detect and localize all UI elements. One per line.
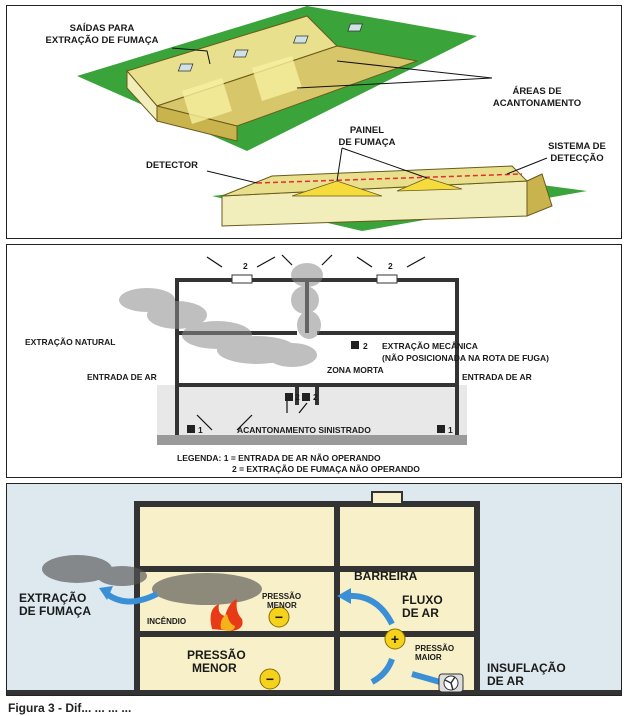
label-areas-l2: ACANTONAMENTO — [493, 98, 581, 109]
num-top-right: 2 — [388, 261, 393, 271]
roof-vent — [371, 491, 403, 505]
label-sistema-l1: SISTEMA DE — [548, 141, 606, 152]
minus-symbol-top: − — [275, 609, 283, 625]
building-illustration: SAÍDAS PARA EXTRAÇÃO DE FUMAÇA ÁREAS DE … — [46, 6, 606, 231]
vent-1 — [177, 63, 194, 72]
num-top-left: 2 — [243, 261, 248, 271]
label-insuflacao-l2: DE AR — [487, 674, 524, 688]
label-pressao-menor-bottom-l1: PRESSÃO — [187, 647, 246, 662]
ground-strip — [7, 690, 621, 695]
arrow-head-2 — [337, 588, 351, 604]
vent-3 — [292, 35, 309, 44]
label-barreira: BARREIRA — [354, 569, 418, 583]
label-extracao-natural: EXTRAÇÃO NATURAL — [25, 337, 116, 347]
label-saidas-l2: EXTRAÇÃO DE FUMAÇA — [46, 35, 159, 46]
label-pressao-maior-l1: PRESSÃO — [415, 644, 454, 653]
minus-symbol-bottom: − — [266, 671, 274, 687]
figure-caption: Figura 3 - Dif... ... ... ... — [8, 701, 132, 715]
vent-top-left — [231, 274, 253, 284]
label-pressao-menor-top-l2: MENOR — [267, 601, 297, 610]
label-entrada-right: ENTRADA DE AR — [462, 372, 532, 382]
smoke-zoning-diagram: SAÍDAS PARA EXTRAÇÃO DE FUMAÇA ÁREAS DE … — [6, 5, 622, 239]
room-fill-low-left — [140, 637, 334, 692]
pressure-low-top — [268, 606, 290, 628]
room-fill-top-left — [140, 507, 334, 566]
label-pressao-menor-top-l1: PRESSÃO — [262, 592, 301, 601]
label-insuflacao-l1: INSUFLAÇÃO — [487, 660, 566, 675]
label-detector: DETECTOR — [146, 160, 198, 171]
num-mid-2: 2 — [313, 392, 318, 402]
fire-icon — [210, 599, 243, 631]
label-saidas-l1: SAÍDAS PARA — [70, 23, 135, 34]
label-painel-l2: DE FUMAÇA — [339, 137, 396, 148]
basement-floor — [157, 435, 467, 445]
label-extracao-l1: EXTRAÇÃO — [19, 590, 86, 605]
label-painel-l1: PAINEL — [350, 125, 384, 136]
label-areas-l1: ÁREAS DE — [512, 86, 561, 97]
plus-symbol: + — [391, 631, 399, 647]
detection-line — [256, 173, 523, 184]
pressurization-diagram: − + − BARREIRA EXTRAÇÃO DE FUMAÇA INCÊND… — [6, 483, 622, 696]
num-low-left: 1 — [198, 425, 203, 435]
pressurization-illustration: − + − BARREIRA EXTRAÇÃO DE FUMAÇA INCÊND… — [7, 491, 621, 695]
label-incendio: INCÊNDIO — [147, 617, 186, 626]
label-fluxo-l2: DE AR — [402, 606, 439, 620]
label-mecanica-num: 2 — [363, 341, 368, 351]
legend-line-1: LEGENDA: 1 = ENTRADA DE AR NÃO OPERANDO — [177, 453, 381, 463]
label-acantonamento: ACANTONAMENTO SINISTRADO — [237, 425, 371, 435]
wall-side — [156, 105, 238, 142]
flow-arrows — [196, 254, 426, 431]
label-pressao-maior-l2: MAIOR — [415, 653, 442, 662]
label-mecanica-l1: EXTRAÇÃO MECÂNICA — [382, 340, 478, 351]
label-fluxo-l1: FLUXO — [402, 593, 443, 607]
label-mecanica-l2: (NÃO POSICIONADA NA ROTA DE FUGA) — [382, 353, 549, 363]
num-low-right: 1 — [448, 425, 453, 435]
zone-curtain-2 — [252, 56, 302, 101]
smoke-cloud — [42, 555, 262, 605]
lower-curtain-2 — [396, 177, 463, 192]
label-pressao-menor-bottom-l2: MENOR — [192, 661, 237, 675]
vent-2 — [232, 49, 249, 58]
vent-markers — [187, 341, 445, 433]
lower-gable — [526, 173, 553, 217]
fan-icon — [438, 673, 464, 693]
vent-4 — [347, 23, 363, 32]
pressure-low-bottom — [259, 668, 281, 690]
leader-lines — [171, 47, 548, 184]
legend-line-2: 2 = EXTRAÇÃO DE FUMAÇA NÃO OPERANDO — [232, 464, 420, 474]
lower-curtain-1 — [291, 180, 383, 197]
section-illustration: 2 2 EXTRAÇÃO NATURAL 2 EXTRAÇÃO MECÂNICA… — [25, 254, 549, 474]
pressure-high — [384, 628, 406, 650]
label-entrada-left: ENTRADA DE AR — [87, 372, 157, 382]
pressure-indicators — [259, 606, 406, 690]
label-extracao-l2: DE FUMAÇA — [19, 604, 91, 618]
zone-curtain-1 — [182, 78, 232, 124]
arrow-head-1 — [99, 586, 113, 600]
smoke-plume — [119, 263, 323, 367]
room-fill-top-right — [340, 507, 474, 566]
extraction-section-diagram: 2 2 EXTRAÇÃO NATURAL 2 EXTRAÇÃO MECÂNICA… — [6, 244, 622, 478]
num-mid-1: 2 — [295, 392, 300, 402]
vent-top-right — [376, 274, 398, 284]
label-sistema-l2: DETECÇÃO — [550, 153, 603, 164]
label-zona-morta: ZONA MORTA — [327, 365, 384, 375]
room-fill-mid-right — [340, 572, 474, 631]
